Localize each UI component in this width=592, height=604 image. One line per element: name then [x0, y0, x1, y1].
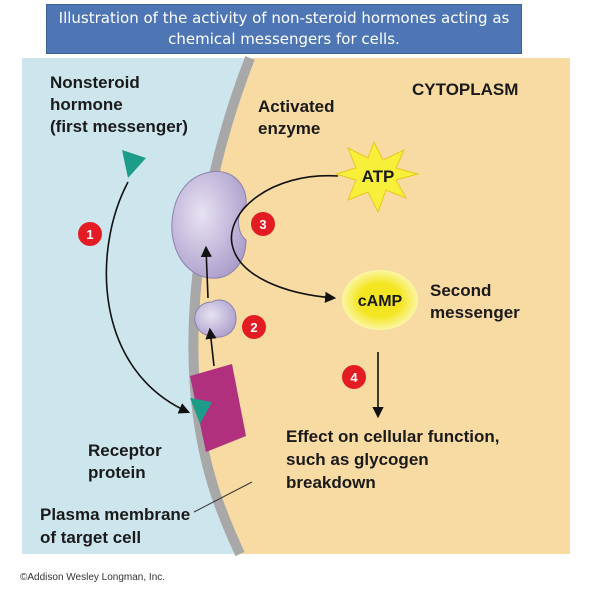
bound-hormone-shape	[190, 398, 212, 424]
second-messenger-line-1: Second	[430, 281, 491, 300]
copyright-text: ©Addison Wesley Longman, Inc.	[20, 572, 165, 583]
cytoplasm-label: CYTOPLASM	[412, 80, 518, 99]
hormone-label-line-3: (first messenger)	[50, 117, 188, 136]
activated-enzyme-shape	[171, 170, 247, 279]
receptor-label-line-2: protein	[88, 463, 146, 482]
step-marker-2: 2	[242, 315, 266, 339]
arrow-g-protein-to-enzyme	[200, 245, 212, 299]
camp-circle	[342, 270, 418, 330]
effect-label-line-2: such as glycogen	[286, 450, 429, 469]
svg-text:2: 2	[250, 320, 257, 335]
camp-label: cAMP	[358, 293, 403, 310]
membrane-leader-line	[193, 481, 253, 513]
title-line-1: Illustration of the activity of non-ster…	[58, 9, 510, 27]
arrow-hormone-to-receptor	[105, 181, 191, 414]
effect-label-line-1: Effect on cellular function,	[286, 427, 499, 446]
step-marker-1: 1	[78, 222, 102, 246]
step-marker-3: 3	[251, 212, 275, 236]
hormone-label-line-1: Nonsteroid	[50, 73, 140, 92]
svg-text:3: 3	[259, 217, 266, 232]
effect-label-line-3: breakdown	[286, 473, 376, 492]
g-protein-shape	[194, 299, 237, 338]
membrane-label-line-1: Plasma membrane	[40, 505, 190, 524]
title-banner: Illustration of the activity of non-ster…	[46, 4, 522, 54]
svg-text:1: 1	[86, 227, 93, 242]
second-messenger-line-2: messenger	[430, 303, 520, 322]
arrow-atp-to-camp	[230, 175, 339, 303]
arrow-receptor-to-g-protein	[205, 327, 217, 367]
enzyme-label-line-1: Activated	[258, 97, 335, 116]
receptor-protein-shape	[190, 364, 246, 452]
step-marker-4: 4	[342, 365, 366, 389]
receptor-label-line-1: Receptor	[88, 441, 162, 460]
title-line-2: chemical messengers for cells.	[168, 30, 400, 48]
membrane-label-line-2: of target cell	[40, 528, 141, 547]
atp-label: ATP	[362, 167, 395, 186]
atp-star-shape	[334, 140, 420, 214]
svg-text:4: 4	[350, 370, 358, 385]
plasma-membrane	[188, 56, 255, 557]
enzyme-label-line-2: enzyme	[258, 119, 320, 138]
hormone-label-line-2: hormone	[50, 95, 123, 114]
nonsteroid-hormone-shape	[122, 150, 146, 178]
